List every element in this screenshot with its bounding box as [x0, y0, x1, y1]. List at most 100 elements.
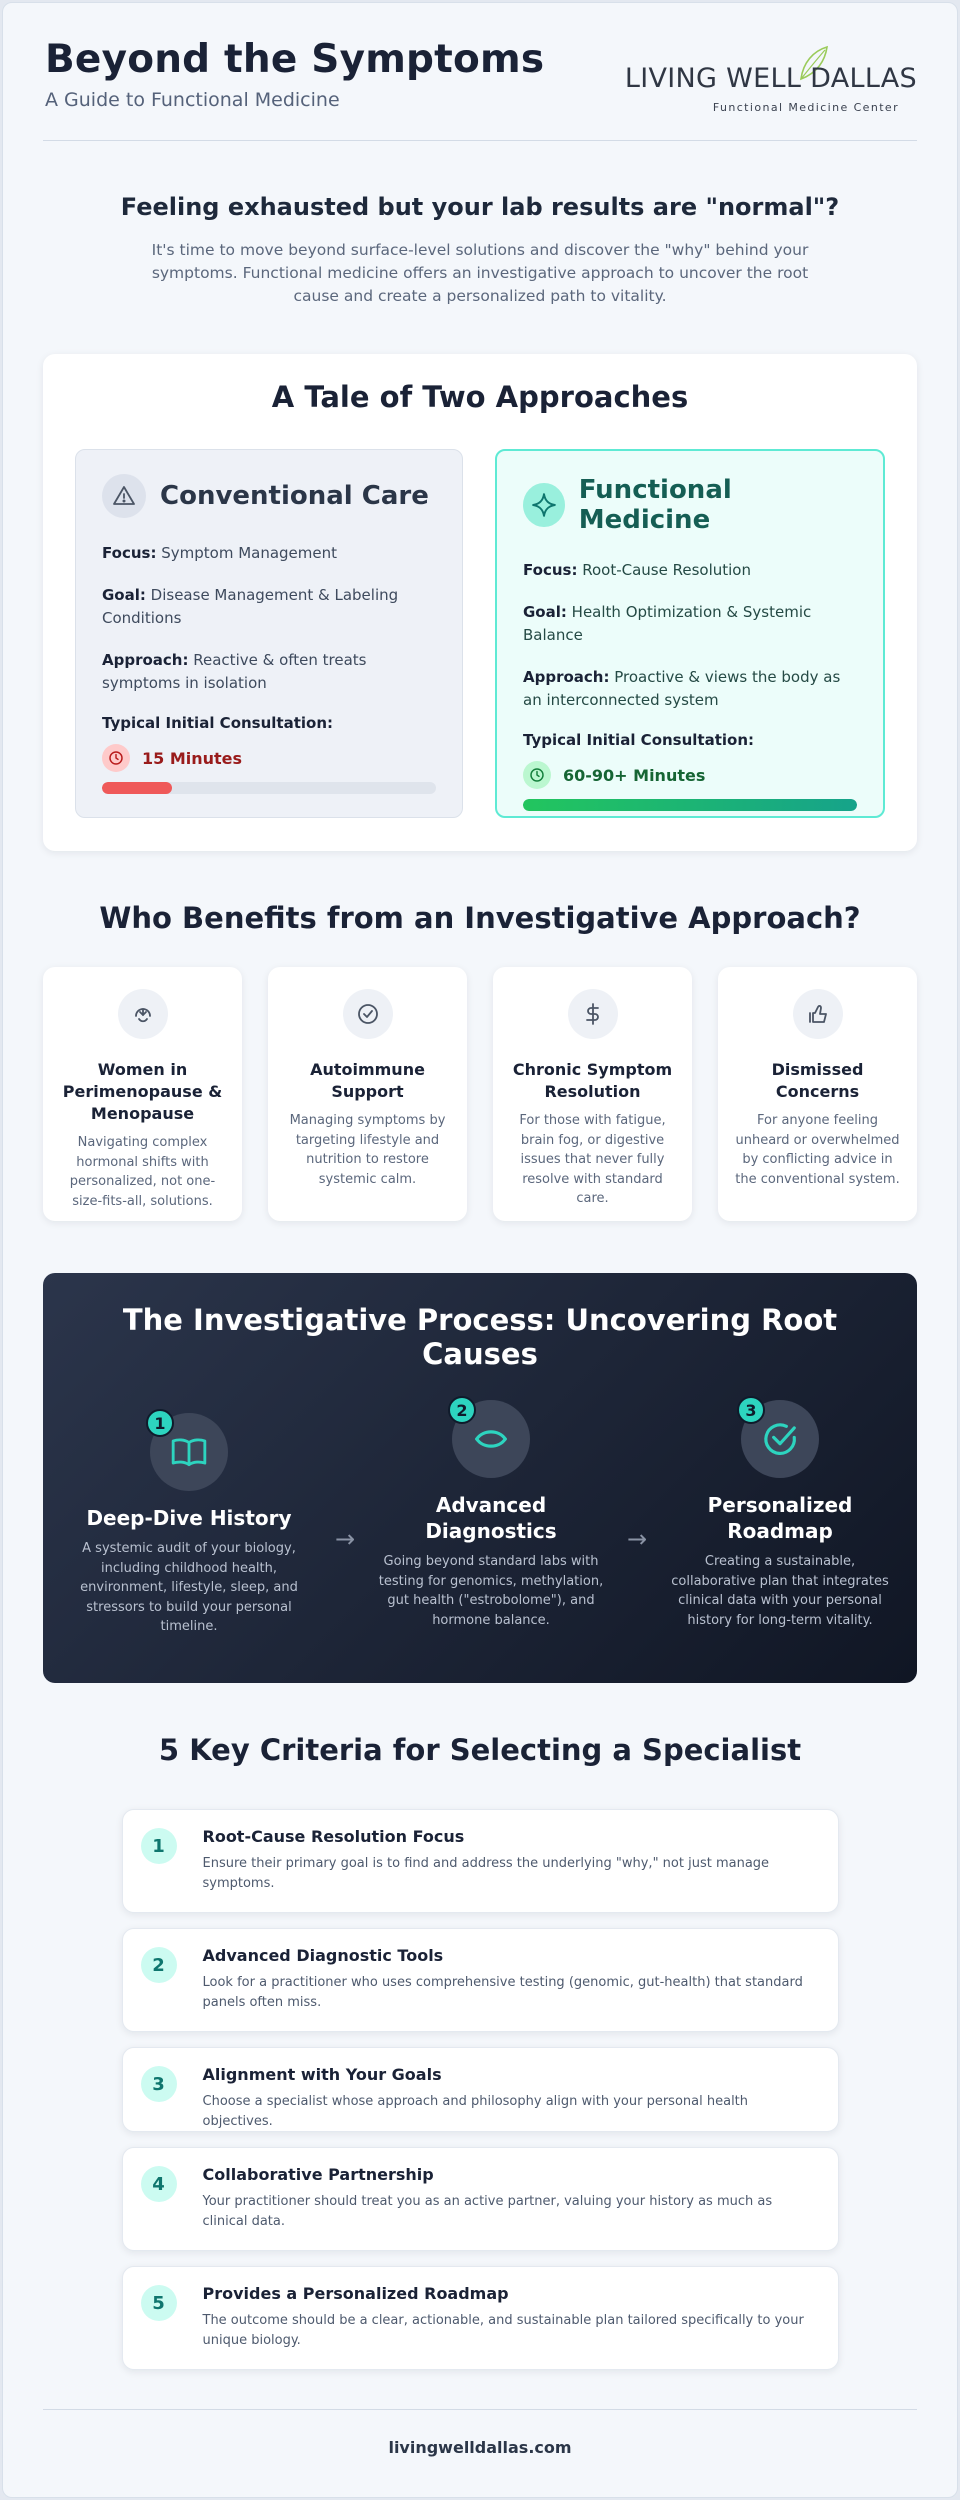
check-circle-icon	[342, 989, 393, 1039]
benefit-card: Chronic Symptom Resolution For those wit…	[493, 967, 692, 1221]
intro-section: Feeling exhausted but your lab results a…	[43, 141, 917, 354]
criteria-number: 1	[140, 1828, 177, 1864]
functional-time-bar-fill	[523, 799, 857, 811]
step-number: 2	[448, 1396, 476, 1424]
functional-title: Functional Medicine	[578, 475, 732, 535]
functional-time-value: 60-90+ Minutes	[563, 765, 706, 785]
page-subtitle: A Guide to Functional Medicine	[45, 89, 340, 111]
criteria-item: 5 Provides a Personalized Roadmap The ou…	[121, 2266, 839, 2370]
benefit-text: For anyone feeling unheard or overwhelme…	[735, 1113, 900, 1187]
footer: livingwelldallas.com	[43, 2409, 917, 2457]
conventional-time-bar	[102, 782, 436, 794]
check-circle-icon: 3	[737, 1396, 819, 1478]
sparkle-icon	[523, 483, 565, 527]
criteria-item-title: Collaborative Partnership	[202, 2165, 434, 2184]
process-step: 1 Deep-Dive History A systemic audit of …	[73, 1409, 305, 1637]
criteria-item-text: Choose a specialist whose approach and p…	[202, 2094, 749, 2129]
criteria-title: 5 Key Criteria for Selecting a Specialis…	[158, 1733, 802, 1767]
benefit-title: Autoimmune Support	[310, 1060, 425, 1101]
step-text: A systemic audit of your biology, includ…	[80, 1541, 298, 1634]
approaches: Conventional Care Focus: Symptom Managem…	[75, 449, 885, 818]
conventional-care-panel: Conventional Care Focus: Symptom Managem…	[75, 449, 463, 818]
criteria-number: 4	[140, 2166, 177, 2202]
step-text: Creating a sustainable, collaborative pl…	[671, 1554, 889, 1628]
header: Beyond the Symptoms A Guide to Functiona…	[43, 3, 917, 141]
criteria-item-title: Alignment with Your Goals	[202, 2065, 442, 2084]
criteria-number: 3	[140, 2066, 177, 2102]
criteria-item: 3 Alignment with Your Goals Choose a spe…	[121, 2047, 839, 2132]
functional-consult-time: 60-90+ Minutes	[523, 761, 857, 789]
benefit-title: Dismissed Concerns	[771, 1060, 864, 1101]
criteria-item-title: Advanced Diagnostic Tools	[202, 1946, 444, 1965]
functional-consult-label: Typical Initial Consultation:	[523, 731, 755, 749]
criteria-item-title: Root-Cause Resolution Focus	[202, 1827, 465, 1846]
functional-focus: Focus: Root-Cause Resolution	[523, 561, 751, 579]
comparison-card: A Tale of Two Approaches Conventional Ca…	[43, 354, 917, 851]
functional-header: Functional Medicine	[523, 475, 857, 535]
conventional-goal: Goal: Disease Management & Labeling Cond…	[102, 586, 399, 627]
criteria-item-title: Provides a Personalized Roadmap	[202, 2284, 509, 2303]
logo-text: LIVING WELL DALLAS	[624, 63, 917, 94]
criteria-number: 2	[140, 1947, 177, 1983]
hormone-icon	[117, 989, 168, 1039]
thumbs-up-icon	[792, 989, 843, 1039]
criteria-item-text: Look for a practitioner who uses compreh…	[202, 1975, 803, 2010]
benefit-text: For those with fatigue, brain fog, or di…	[519, 1113, 666, 1206]
warning-icon	[102, 474, 146, 518]
conventional-approach: Approach: Reactive & often treats sympto…	[102, 651, 367, 692]
eye-icon: 2	[448, 1396, 530, 1478]
benefits-grid: Women in Perimenopause & Menopause Navig…	[43, 967, 917, 1221]
arrow-right-icon: →	[627, 1525, 648, 1553]
criteria-item-text: Ensure their primary goal is to find and…	[202, 1856, 770, 1891]
benefits-title: Who Benefits from an Investigative Appro…	[99, 901, 861, 935]
criteria-item-text: The outcome should be a clear, actionabl…	[202, 2313, 804, 2348]
conventional-consult-label: Typical Initial Consultation:	[102, 714, 334, 732]
benefit-text: Managing symptoms by targeting lifestyle…	[289, 1113, 446, 1187]
arrow-right-icon: →	[335, 1525, 356, 1553]
comparison-title: A Tale of Two Approaches	[271, 380, 689, 414]
conventional-consult-time: 15 Minutes	[102, 744, 436, 772]
process-section: The Investigative Process: Uncovering Ro…	[43, 1273, 917, 1683]
step-text: Going beyond standard labs with testing …	[378, 1554, 604, 1628]
conventional-focus: Focus: Symptom Management	[102, 544, 338, 562]
benefit-card: Dismissed Concerns For anyone feeling un…	[718, 967, 917, 1221]
criteria-item: 1 Root-Cause Resolution Focus Ensure the…	[121, 1809, 839, 1913]
functional-goal: Goal: Health Optimization & Systemic Bal…	[523, 603, 812, 644]
step-number: 3	[737, 1396, 765, 1424]
step-title: Advanced Diagnostics	[425, 1493, 557, 1543]
benefit-title: Women in Perimenopause & Menopause	[62, 1060, 223, 1123]
intro-body: It's time to move beyond surface-level s…	[151, 241, 809, 305]
criteria-item: 2 Advanced Diagnostic Tools Look for a p…	[121, 1928, 839, 2032]
step-title: Personalized Roadmap	[707, 1493, 853, 1543]
clock-icon	[523, 761, 551, 789]
criteria-item: 4 Collaborative Partnership Your practit…	[121, 2147, 839, 2251]
clock-icon	[102, 744, 130, 772]
benefit-text: Navigating complex hormonal shifts with …	[69, 1135, 216, 1209]
logo-subtext: Functional Medicine Center	[712, 101, 899, 114]
step-title: Deep-Dive History	[86, 1506, 292, 1530]
process-title: The Investigative Process: Uncovering Ro…	[122, 1303, 838, 1371]
book-icon: 1	[146, 1409, 228, 1491]
conventional-time-value: 15 Minutes	[142, 748, 243, 768]
footer-url[interactable]: livingwelldallas.com	[388, 2438, 572, 2457]
conventional-time-bar-fill	[102, 782, 173, 794]
functional-medicine-panel: Functional Medicine Focus: Root-Cause Re…	[495, 449, 885, 818]
functional-time-bar	[523, 799, 857, 811]
benefit-card: Women in Perimenopause & Menopause Navig…	[43, 967, 242, 1221]
step-number: 1	[146, 1409, 174, 1437]
benefit-title: Chronic Symptom Resolution	[512, 1060, 673, 1101]
process-step: 3 Personalized Roadmap Creating a sustai…	[664, 1396, 896, 1630]
logo: LIVING WELL DALLAS Functional Medicine C…	[625, 43, 917, 115]
functional-approach: Approach: Proactive & views the body as …	[523, 668, 841, 709]
conventional-header: Conventional Care	[102, 474, 436, 518]
leaf-icon	[800, 45, 828, 81]
process-step: 2 Advanced Diagnostics Going beyond stan…	[375, 1396, 607, 1630]
criteria-item-text: Your practitioner should treat you as an…	[202, 2194, 773, 2229]
conventional-title: Conventional Care	[160, 481, 429, 511]
page-title: Beyond the Symptoms	[45, 37, 545, 82]
intro-heading: Feeling exhausted but your lab results a…	[120, 193, 840, 221]
criteria-number: 5	[140, 2285, 177, 2321]
dollar-icon	[567, 989, 618, 1039]
benefit-card: Autoimmune Support Managing symptoms by …	[268, 967, 467, 1221]
